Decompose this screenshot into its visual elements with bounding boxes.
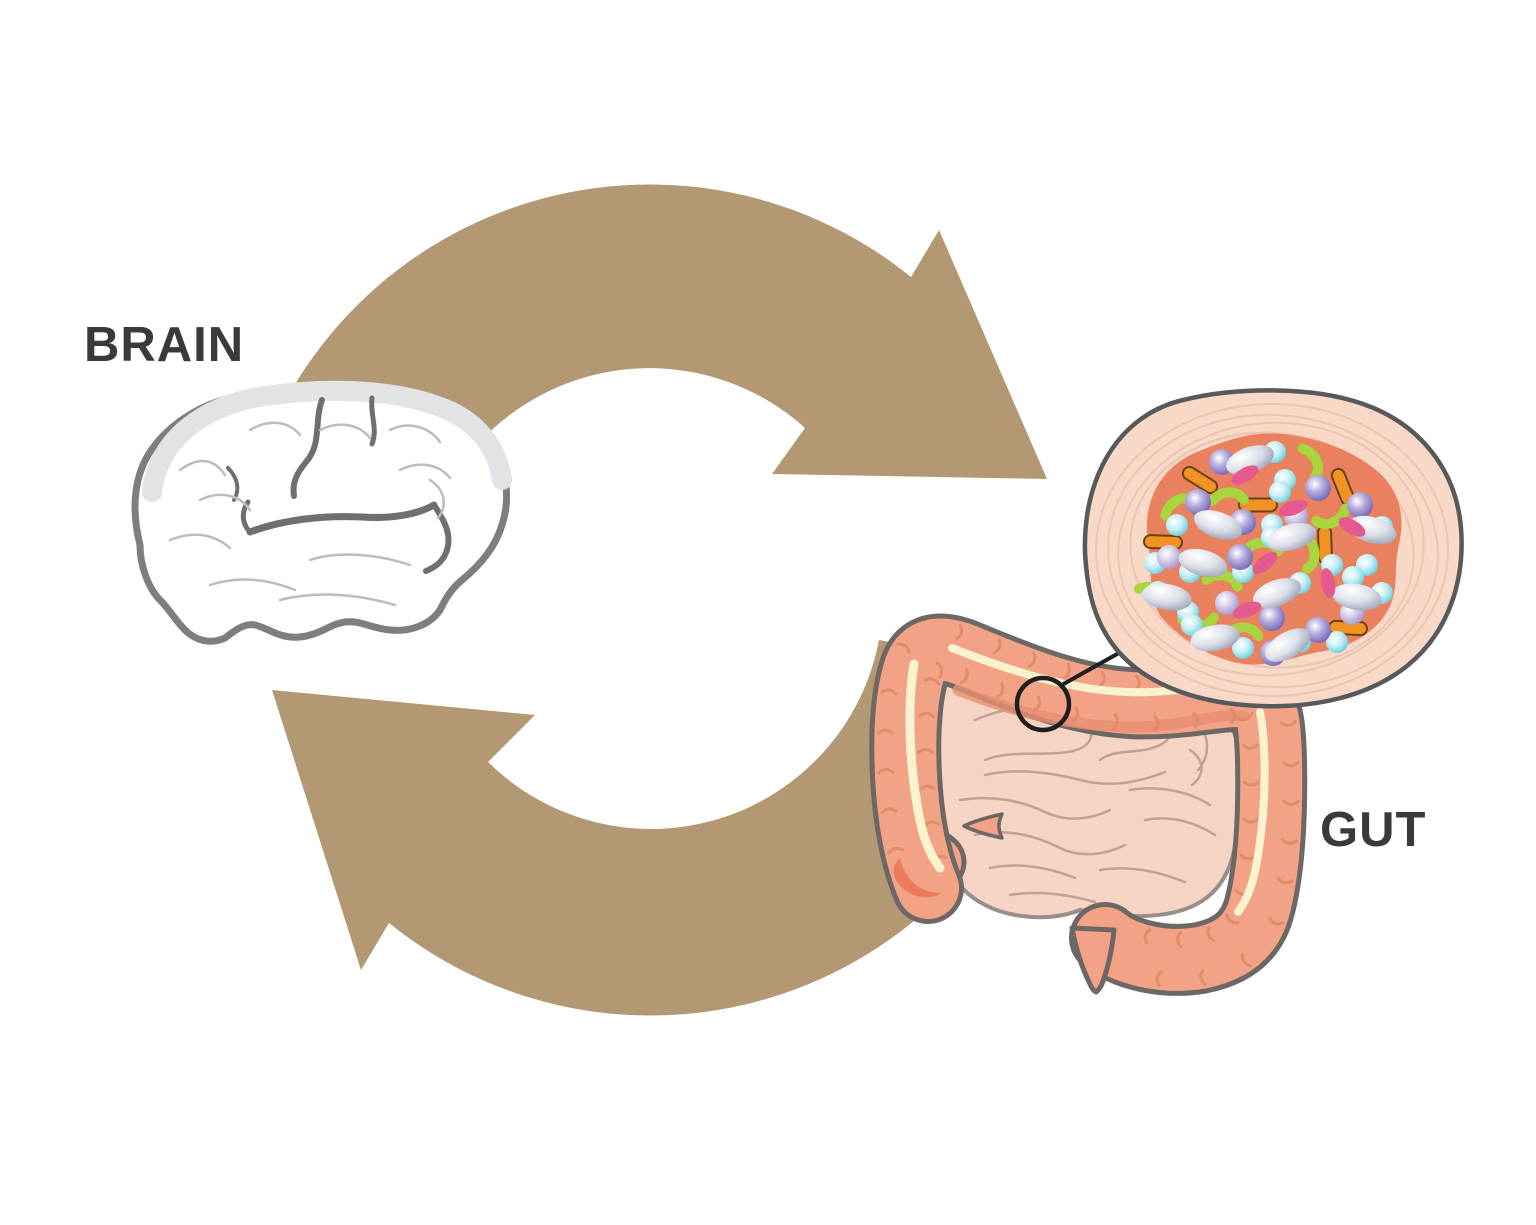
microbe-pink <box>1232 601 1262 619</box>
microbe-silver <box>1253 578 1301 608</box>
microbe-silver <box>1226 445 1274 475</box>
haustra-crease <box>1155 970 1163 988</box>
microbe-silver <box>1142 583 1192 611</box>
brain-illustration <box>131 380 512 645</box>
haustra-crease <box>1242 780 1260 787</box>
haustra-crease <box>1071 706 1080 724</box>
microbe-silver <box>1190 624 1240 652</box>
haustra-crease <box>1242 817 1259 824</box>
microbe-silver <box>1332 583 1382 611</box>
haustra-crease <box>1267 916 1285 926</box>
gut-illustration <box>869 613 1308 996</box>
microbe-pink <box>1252 551 1278 575</box>
microbe-cyan <box>1269 481 1291 503</box>
microbe-cyan <box>1342 566 1364 588</box>
haustra-crease <box>1206 926 1216 943</box>
microbe-green <box>1207 487 1249 507</box>
haustra-crease <box>1176 931 1183 949</box>
haustra-crease <box>1225 913 1240 925</box>
haustra-crease <box>1282 799 1300 806</box>
colon-shadow <box>952 684 1250 733</box>
microbe-lav <box>1157 545 1181 569</box>
microbe-silver <box>1347 515 1397 545</box>
microbe-purple <box>1347 492 1373 518</box>
microbe-cyan <box>1166 514 1188 536</box>
microbe-purple <box>1305 475 1331 501</box>
brain-sulci-light <box>168 421 452 607</box>
microbe-cyan <box>1232 637 1254 659</box>
haustra-crease <box>1280 838 1298 845</box>
haustra-crease <box>1229 707 1236 725</box>
haustra-crease <box>880 807 898 815</box>
haustra-crease <box>887 846 904 855</box>
haustra-crease <box>959 668 969 685</box>
haustra-crease <box>1282 761 1300 768</box>
microbe-pink <box>1278 499 1308 517</box>
haustra-crease <box>1241 952 1253 968</box>
haustra-crease <box>1192 711 1200 729</box>
inset-ring-texture <box>1095 403 1449 697</box>
microbe-silver <box>1178 548 1228 578</box>
microbe-purple <box>1185 489 1211 515</box>
haustra-crease <box>1062 663 1071 680</box>
haustra-crease <box>1280 719 1297 727</box>
microbe-green <box>1311 503 1351 529</box>
microbiome-inset <box>1082 388 1464 709</box>
gut-label: GUT <box>1320 803 1427 857</box>
haustra-crease <box>1112 713 1119 731</box>
microbe-orange <box>1238 497 1278 513</box>
rectum <box>1069 925 1117 995</box>
cecum-shadow <box>893 858 942 898</box>
haustra-crease <box>995 682 1005 699</box>
microbe-purple <box>1305 617 1331 643</box>
brain-label: BRAIN <box>84 318 245 372</box>
haustra-crease <box>1237 711 1254 722</box>
microbe-pink <box>1231 465 1259 485</box>
haustra-crease <box>1098 671 1106 688</box>
haustra-crease <box>923 677 941 686</box>
haustra-crease <box>880 688 898 696</box>
microbe-green <box>1201 570 1243 592</box>
microbe-purple <box>1259 605 1285 631</box>
haustra-crease <box>918 784 936 792</box>
arrow-gut-to-brain <box>272 640 1059 1016</box>
microbe-silver <box>1267 522 1317 552</box>
magnifier-circle <box>1014 675 1072 733</box>
haustra-crease <box>1143 928 1152 945</box>
haustra-crease <box>955 623 964 641</box>
haustra-crease <box>1153 714 1160 732</box>
haustra-crease <box>918 711 935 719</box>
microbe-silver <box>1194 510 1242 540</box>
ileum <box>962 812 1004 840</box>
microbe-cyan <box>1181 614 1203 636</box>
haustra-crease <box>896 642 911 654</box>
microbe-pink <box>1320 568 1336 598</box>
haustra-crease <box>1276 877 1294 885</box>
microbe-purple <box>1227 544 1253 570</box>
haustra-crease <box>877 728 894 735</box>
haustra-crease <box>1241 743 1259 750</box>
haustra-crease <box>1027 651 1037 668</box>
microbe-pink <box>1338 517 1366 537</box>
microbe-orange <box>1181 465 1219 495</box>
microbe-lav <box>1215 591 1239 615</box>
haustra-crease <box>935 661 944 679</box>
haustra-crease <box>916 748 934 755</box>
microbe-silver <box>1265 628 1311 662</box>
haustra-crease <box>1199 969 1207 986</box>
brain-top-shading <box>142 380 512 502</box>
haustra-crease <box>1032 695 1042 712</box>
haustra-crease <box>877 768 895 775</box>
gut-microbes <box>1134 441 1397 666</box>
haustra-crease <box>992 638 1002 655</box>
microbe-cyan <box>1326 631 1348 653</box>
